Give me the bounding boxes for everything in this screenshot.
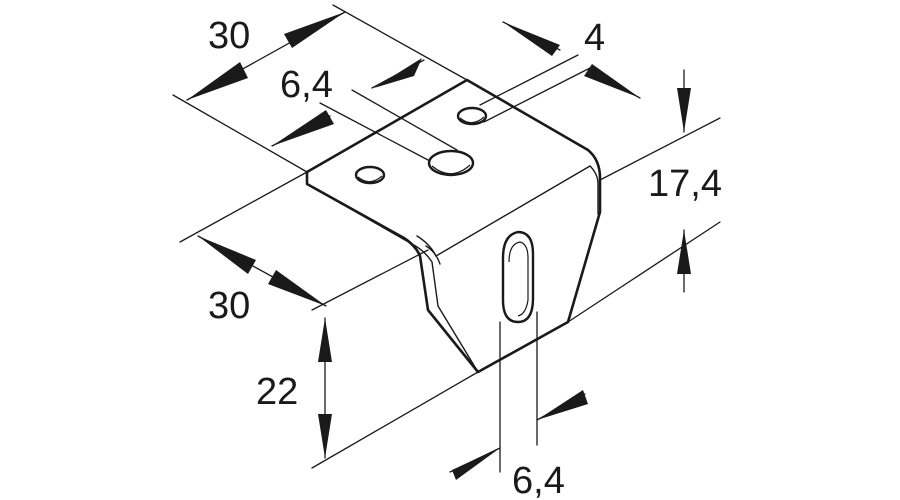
dimension-top-hole — [271, 58, 425, 147]
small-hole-rear — [456, 106, 488, 126]
dimension-top-width — [186, 11, 346, 101]
side-plate-edge — [589, 165, 599, 215]
side-slot — [501, 230, 535, 324]
label-slot-width: 6,4 — [512, 460, 565, 500]
top-plate-edge — [416, 165, 591, 257]
extension-lines — [172, 4, 721, 473]
top-plate-outline — [305, 78, 602, 374]
dimension-side-height — [318, 317, 332, 459]
label-side-width: 30 — [208, 285, 250, 327]
top-plate-fold — [306, 183, 479, 373]
angle-bracket — [305, 78, 602, 374]
label-small-hole: 4 — [584, 17, 605, 59]
dimension-small-hole — [502, 21, 641, 99]
label-side-height: 22 — [256, 371, 298, 413]
small-hole-front — [354, 165, 386, 185]
large-hole-center — [427, 149, 475, 177]
label-top-hole: 6,4 — [280, 64, 333, 106]
dimension-right-height — [677, 69, 691, 293]
dimension-side-width — [197, 235, 327, 307]
dimension-slot-width — [449, 390, 588, 480]
label-top-width: 30 — [208, 15, 250, 57]
side-bottom-edge — [425, 245, 441, 265]
label-right-height: 17,4 — [648, 163, 722, 205]
